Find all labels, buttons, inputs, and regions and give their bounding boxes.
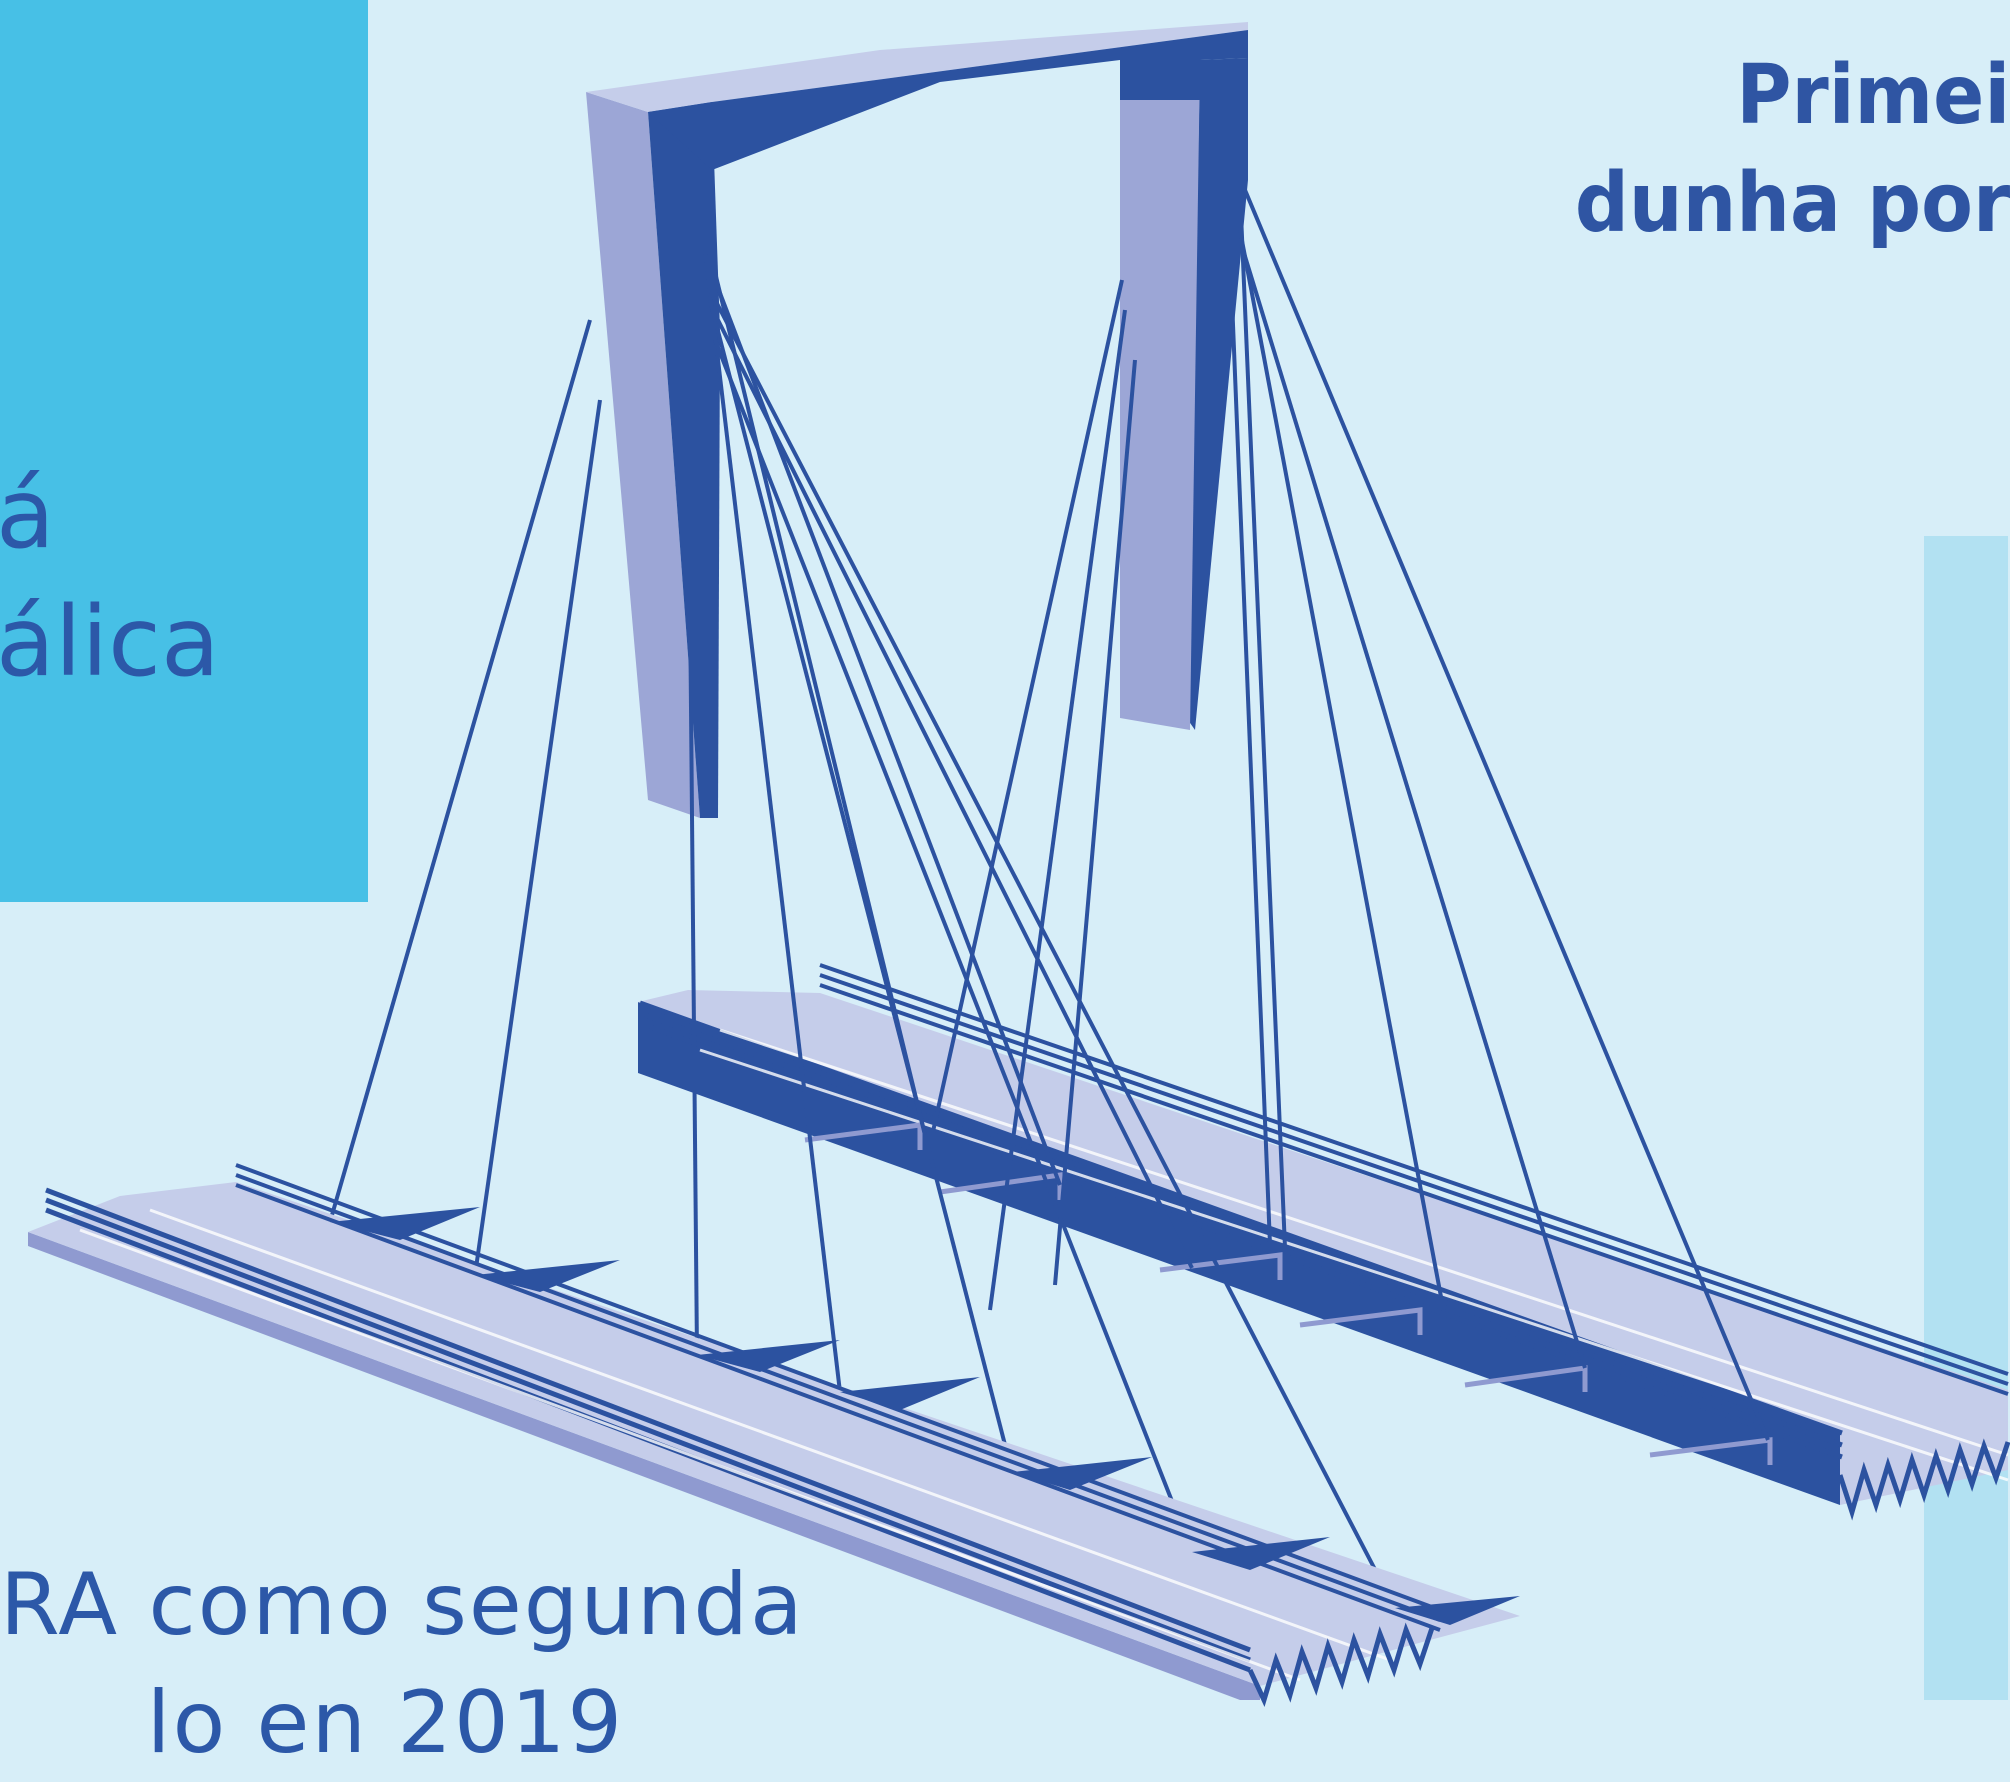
left-info-panel: á álica [0,0,368,902]
bridge-near-deck [28,1163,1520,1708]
bridge-far-deck [638,963,2010,1521]
stay-cables [328,189,1770,1609]
bridge-pylon [586,22,1248,818]
page-title: Primei dunha por [1574,48,2010,251]
left-panel-text: á álica [0,458,220,698]
bridge-illustration [28,22,2010,1708]
right-info-panel [1924,536,2008,1700]
caption-text: RA como segunda lo en 2019 [0,1555,805,1773]
